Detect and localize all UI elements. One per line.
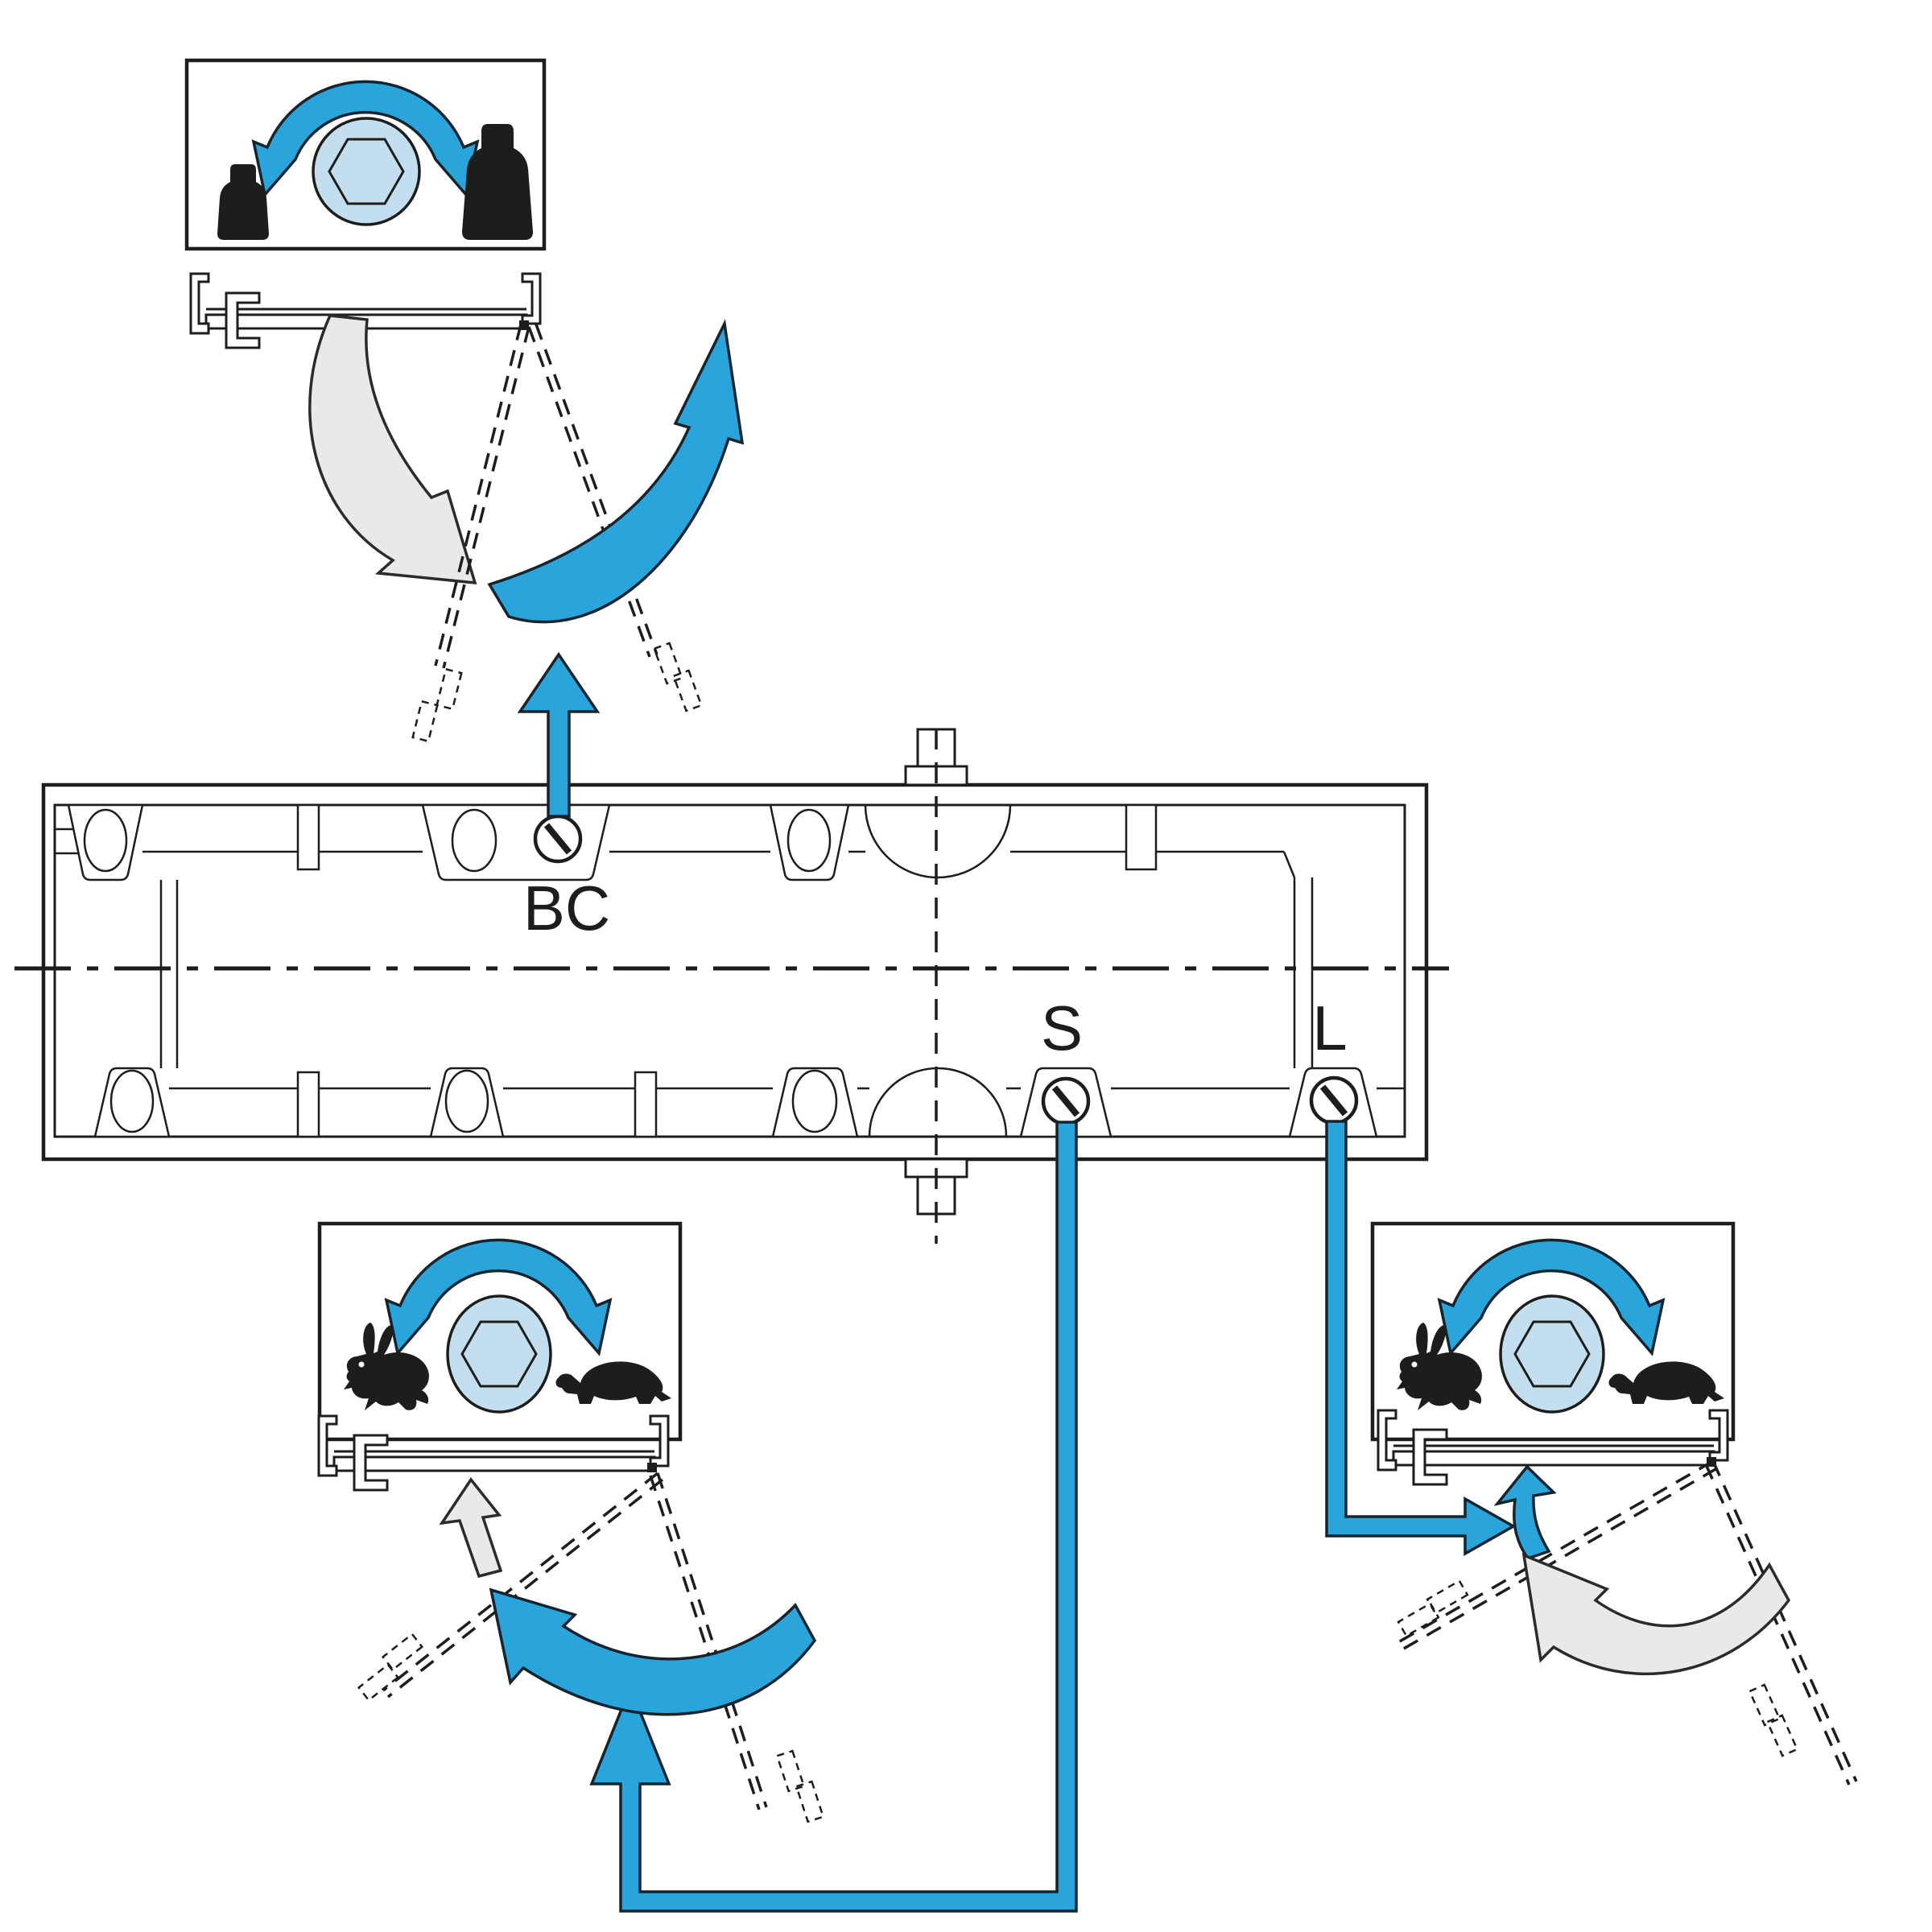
body-interior-lines — [142, 804, 1405, 1137]
s-door-swing — [357, 1472, 824, 1823]
body-outline — [41, 782, 1429, 1162]
rabbit-icon — [344, 1323, 429, 1410]
body-inner-outline — [53, 803, 1406, 1138]
s-open-door-positions — [382, 1472, 768, 1810]
hex-socket-icon — [446, 1294, 552, 1414]
piston-arc-bottom — [868, 1067, 1008, 1137]
closing-swing-arrow-gray — [1521, 1553, 1791, 1676]
s-label: S — [1041, 993, 1083, 1063]
mounting-lugs-bottom — [93, 1067, 1378, 1138]
pinion-shaft — [904, 728, 968, 1244]
latch-close-arrow-gray — [439, 1477, 503, 1579]
opening-swing-arrow — [308, 314, 477, 585]
closing-swing-arrow-blue — [489, 1587, 817, 1716]
bc-door-swing — [308, 314, 745, 742]
weight-small-icon — [217, 164, 269, 240]
latch-close-arrow-blue — [1493, 1464, 1557, 1561]
backcheck-swing-arrow — [487, 319, 745, 624]
l-door-swing — [1397, 1459, 1858, 1785]
spring-tube-lines — [159, 880, 179, 1068]
weight-large-icon — [462, 124, 533, 240]
s-callout — [317, 1121, 1078, 1913]
bc-callout — [184, 58, 745, 818]
bc-label: BC — [523, 873, 610, 943]
piston-arc-top — [864, 804, 1012, 879]
bc-open-door-positions — [434, 324, 658, 669]
rabbit-icon — [1397, 1323, 1482, 1410]
l-label: L — [1312, 993, 1347, 1063]
bc-valve-screw — [535, 816, 580, 861]
s-pointer-arrow — [589, 1121, 1078, 1913]
s-valve-screw — [1043, 1079, 1088, 1124]
l-pointer-arrow — [1325, 1120, 1517, 1557]
hex-socket-icon — [1499, 1294, 1605, 1414]
l-valve-screw — [1311, 1078, 1356, 1123]
l-callout — [1325, 1120, 1858, 1785]
bc-pointer-arrow — [517, 651, 601, 818]
closer-body — [14, 728, 1449, 1244]
l-open-door-positions — [1397, 1459, 1858, 1785]
hex-socket-icon — [312, 117, 421, 226]
